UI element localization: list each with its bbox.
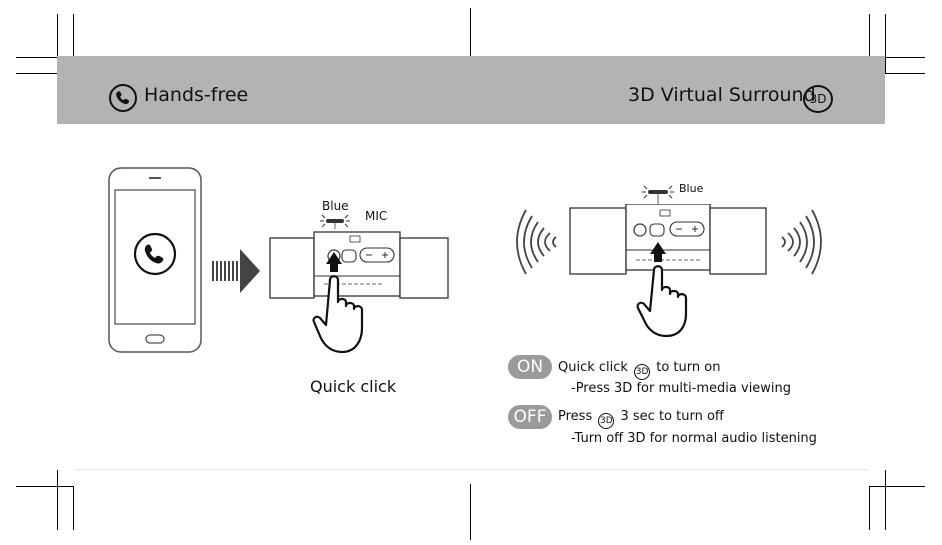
3d-badge-label: 3D [810,92,827,106]
hands-free-title: Hands-free [144,86,248,105]
on-instruction: Quick click 3D to turn on [558,361,720,380]
on-pre-text: Quick click [558,360,628,375]
on-subtext: -Press 3D for multi-media viewing [571,382,791,395]
surround-blue-led-indicator [640,184,676,204]
surround-title: 3D Virtual Surround [628,86,816,105]
3d-badge-icon: 3D [803,85,833,113]
blue-led-indicator [318,213,352,229]
sound-waves-right-icon [772,204,828,280]
quick-click-caption: Quick click [310,377,396,396]
off-badge: OFF [508,405,552,429]
smartphone-illustration [105,160,205,355]
pointing-hand-icon [310,250,380,362]
3d-button-icon-off: 3D [598,413,614,429]
off-subtext: -Turn off 3D for normal audio listening [571,432,817,445]
3d-button-icon: 3D [634,364,650,380]
off-instruction: Press 3D 3 sec to turn off [558,410,724,429]
off-pre-text: Press [558,409,592,424]
arrow-right-icon [212,249,262,293]
mic-label: MIC [365,210,387,222]
phone-icon [109,84,137,112]
sound-waves-left-icon [510,204,566,280]
blue-led-label: Blue [322,200,349,212]
surround-blue-label: Blue [679,183,703,194]
surround-pointing-hand-icon [634,240,704,344]
on-badge: ON [508,355,552,379]
on-post-text: to turn on [656,360,720,375]
off-post-text: 3 sec to turn off [621,409,724,424]
